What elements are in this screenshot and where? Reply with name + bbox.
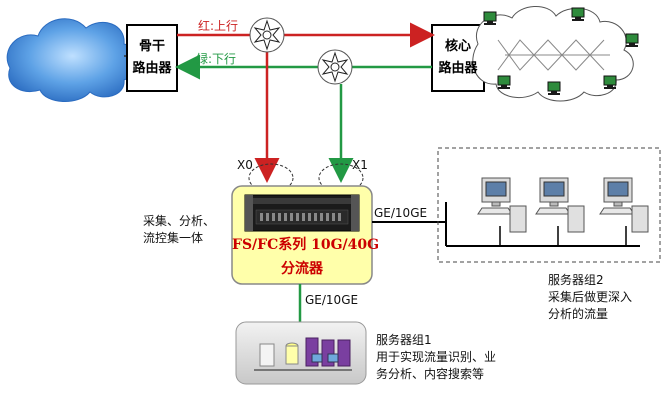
downlink-label: 绿:下行	[196, 52, 237, 66]
backbone-router-label: 骨干 路由器	[127, 36, 177, 80]
port-x1-marker	[318, 163, 364, 193]
backbone-router-line1: 骨干	[138, 39, 165, 54]
shunt-device-image	[244, 194, 360, 232]
server-group-2-title: 服务器组2	[548, 273, 604, 287]
shunt-series-subtitle: 分流器	[281, 261, 323, 277]
server-group-1-box	[235, 321, 367, 385]
port-x1-label: X1	[352, 158, 368, 172]
port-x0-marker	[248, 163, 294, 193]
core-network-cloud	[472, 6, 634, 102]
core-computer-icons	[483, 7, 639, 95]
core-router-line1: 核心	[444, 39, 471, 54]
shunt-series-title: FS/FC系列 10G/40G	[232, 237, 380, 253]
optical-splitter-icon-down	[317, 49, 353, 85]
backbone-router-line2: 路由器	[132, 61, 172, 76]
server-group-1-title: 服务器组1	[376, 333, 432, 347]
server-group-1-image	[254, 337, 352, 371]
collect-analyze-line1: 采集、分析、	[143, 214, 216, 228]
optical-splitter-icon-up	[249, 17, 285, 53]
server-group-2-desc-line2: 分析的流量	[548, 307, 609, 321]
server-group-1-desc-line2: 务分析、内容搜索等	[376, 367, 485, 381]
server-group-2-label: 服务器组2 采集后做更深入 分析的流量	[548, 272, 632, 323]
server-group-1-desc-line1: 用于实现流量识别、业	[376, 350, 497, 364]
internet-cloud	[6, 18, 138, 103]
collect-analyze-line2: 流控集一体	[143, 231, 204, 245]
server-group-2-desc-line1: 采集后做更深入	[548, 290, 633, 304]
uplink-label: 红:上行	[198, 19, 239, 33]
core-router-label: 核心 路由器	[432, 36, 484, 80]
server-computer-icons	[477, 177, 649, 233]
core-router-line2: 路由器	[438, 61, 478, 76]
ge-right-label: GE/10GE	[374, 206, 428, 220]
port-x0-label: X0	[237, 158, 253, 172]
ge-bottom-label: GE/10GE	[305, 293, 359, 307]
collect-analyze-label: 采集、分析、 流控集一体	[143, 213, 215, 247]
server-group-1-label: 服务器组1 用于实现流量识别、业 务分析、内容搜索等	[376, 332, 496, 383]
